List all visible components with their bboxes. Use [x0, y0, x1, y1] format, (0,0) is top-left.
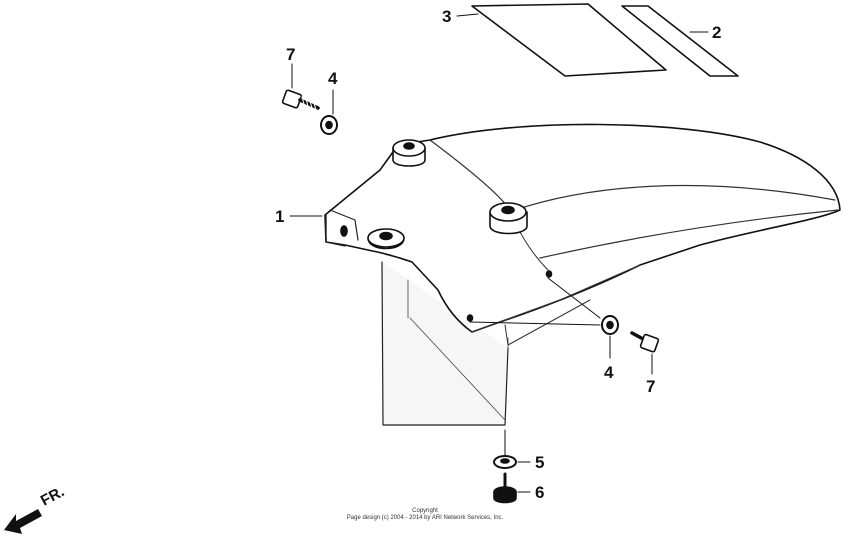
callout-7-right: 7	[646, 377, 655, 396]
bolt-7-top	[281, 89, 320, 111]
callout-1: 1	[275, 207, 284, 226]
callout-7-top: 7	[286, 45, 295, 64]
callout-4-right: 4	[604, 363, 614, 382]
front-direction-label: FR.	[38, 483, 67, 509]
washer-4-right	[601, 315, 619, 335]
copyright-label: Copyright	[412, 508, 438, 514]
callout-3: 3	[442, 7, 451, 26]
decal-3	[471, 3, 667, 77]
callout-5: 5	[535, 453, 544, 472]
callout-4-top: 4	[328, 69, 338, 88]
decal-2	[621, 5, 739, 77]
washer-4-top	[320, 115, 338, 135]
copyright-notice: Page design (c) 2004 - 2014 by ARI Netwo…	[346, 515, 504, 521]
washer-5	[493, 455, 517, 469]
screw-6	[493, 472, 517, 504]
leader-lines	[289, 13, 709, 493]
rear-fender	[324, 123, 841, 346]
callout-2: 2	[712, 23, 721, 42]
mud-flap	[381, 261, 509, 426]
callout-6: 6	[535, 483, 544, 502]
bolt-7-right	[630, 331, 660, 353]
